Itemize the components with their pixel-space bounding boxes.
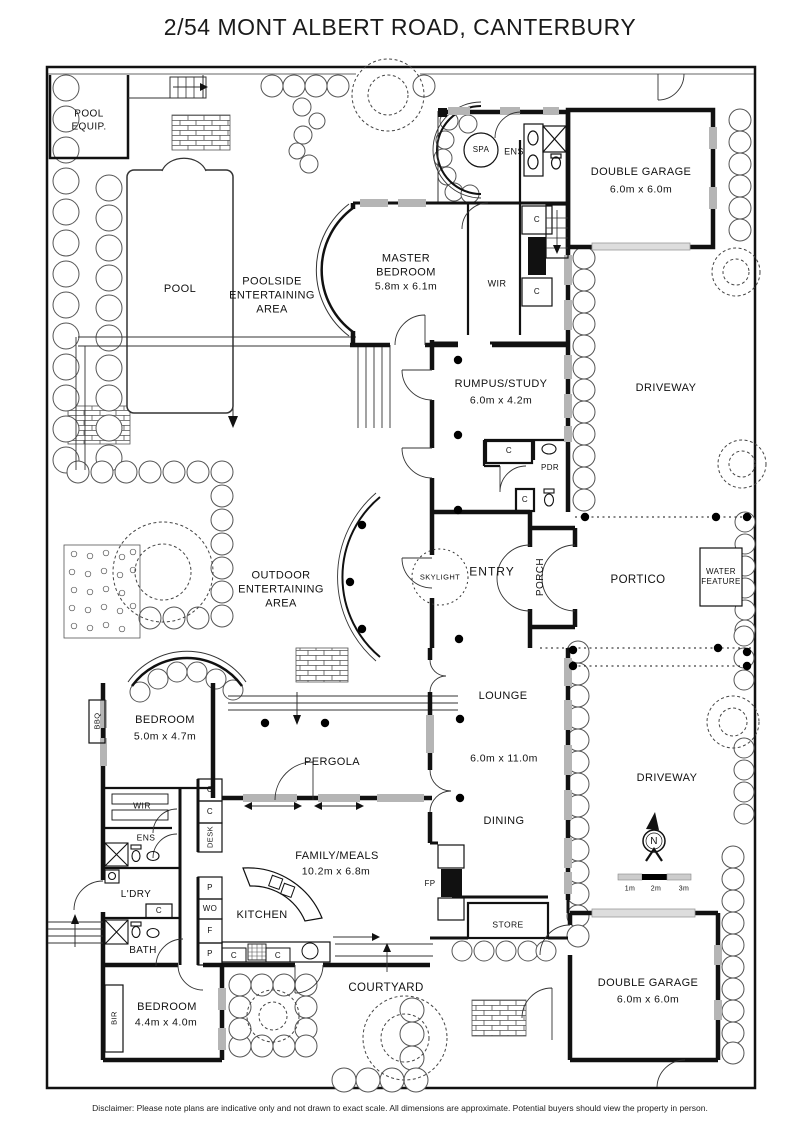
room-label-pool-equip: POOL EQUIP. xyxy=(71,108,107,133)
label-bbq: BBQ xyxy=(92,712,102,730)
dims-master-bedroom: 5.8m x 6.1m xyxy=(374,280,438,293)
label-cupboard: C xyxy=(533,287,541,296)
room-label-entry: ENTRY xyxy=(469,564,515,579)
label-fridge: F xyxy=(207,926,213,935)
room-label-bedroom-south: BEDROOM xyxy=(137,1001,197,1014)
area-label-pergola: PERGOLA xyxy=(304,756,360,769)
area-label-portico: PORTICO xyxy=(610,573,666,586)
scale-tick-3m: 3m xyxy=(678,885,690,893)
scale-bar-icon xyxy=(617,873,692,881)
room-label-garage-bottom: DOUBLE GARAGE xyxy=(597,977,699,990)
room-label-family-meals: FAMILY/MEALS xyxy=(295,850,379,863)
area-label-outdoor-entertaining: OUTDOOR ENTERTAINING AREA xyxy=(238,569,324,609)
room-label-store: STORE xyxy=(492,919,524,930)
label-cupboard: C xyxy=(521,495,529,504)
room-label-bedroom-west: BEDROOM xyxy=(135,714,195,727)
label-wall-oven: WO xyxy=(202,904,218,913)
room-label-bath: BATH xyxy=(129,944,157,956)
dims-bedroom-west: 5.0m x 4.7m xyxy=(133,730,197,743)
room-label-ens-upper: ENS xyxy=(504,146,524,157)
area-label-driveway-lower: DRIVEWAY xyxy=(636,772,698,785)
compass-north-label: N xyxy=(650,835,658,847)
label-water-feature: WATER FEATURE xyxy=(701,567,741,586)
label-fireplace: FP xyxy=(424,879,436,888)
garden-bed xyxy=(63,544,141,639)
room-label-master-bedroom: MASTER BEDROOM xyxy=(376,252,436,278)
disclaimer-text: Disclaimer: Please note plans are indica… xyxy=(92,1103,708,1113)
tree-icons xyxy=(112,58,767,1081)
room-label-pool: POOL xyxy=(163,283,197,296)
label-desk: DESK xyxy=(205,825,215,849)
room-label-laundry: L'DRY xyxy=(120,888,152,900)
room-label-dining: DINING xyxy=(483,815,525,828)
label-pantry: P xyxy=(207,949,213,958)
label-cupboard: C xyxy=(274,951,282,960)
room-label-garage-top: DOUBLE GARAGE xyxy=(590,166,692,179)
dims-rumpus: 6.0m x 4.2m xyxy=(469,394,533,407)
area-label-courtyard: COURTYARD xyxy=(348,981,424,994)
label-cupboard: C xyxy=(206,807,214,816)
label-bir: BIR xyxy=(109,1011,119,1025)
room-label-pdr: PDR xyxy=(540,463,560,472)
dims-family-meals: 10.2m x 6.8m xyxy=(301,865,371,878)
north-compass-icon xyxy=(642,812,666,862)
dims-garage-top: 6.0m x 6.0m xyxy=(609,183,673,196)
label-cupboard: C xyxy=(230,951,238,960)
room-label-kitchen: KITCHEN xyxy=(236,909,288,922)
label-pantry: P xyxy=(207,883,213,892)
label-cupboard: C xyxy=(505,446,513,455)
room-label-rumpus: RUMPUS/STUDY xyxy=(454,378,548,391)
scale-tick-1m: 1m xyxy=(624,885,636,893)
room-label-ens-lower: ENS xyxy=(136,832,156,843)
dims-lounge-dining: 6.0m x 11.0m xyxy=(470,752,538,765)
area-label-driveway-upper: DRIVEWAY xyxy=(635,382,697,395)
dims-garage-bottom: 6.0m x 6.0m xyxy=(616,993,680,1006)
label-cupboard: C xyxy=(155,906,163,915)
room-label-wir-lower: WIR xyxy=(133,800,151,811)
label-cupboard: C xyxy=(533,215,541,224)
label-spa: SPA xyxy=(472,145,490,154)
room-label-porch: PORCH xyxy=(534,557,546,597)
area-label-poolside: POOLSIDE ENTERTAINING AREA xyxy=(229,275,315,315)
label-skylight: SKYLIGHT xyxy=(419,572,461,582)
room-label-wir-upper: WIR xyxy=(487,278,507,289)
scale-tick-2m: 2m xyxy=(650,885,662,893)
room-label-lounge: LOUNGE xyxy=(478,690,528,703)
page-title: 2/54 MONT ALBERT ROAD, CANTERBURY xyxy=(163,14,637,40)
dims-bedroom-south: 4.4m x 4.0m xyxy=(134,1016,198,1029)
label-cupboard: C xyxy=(206,785,214,794)
